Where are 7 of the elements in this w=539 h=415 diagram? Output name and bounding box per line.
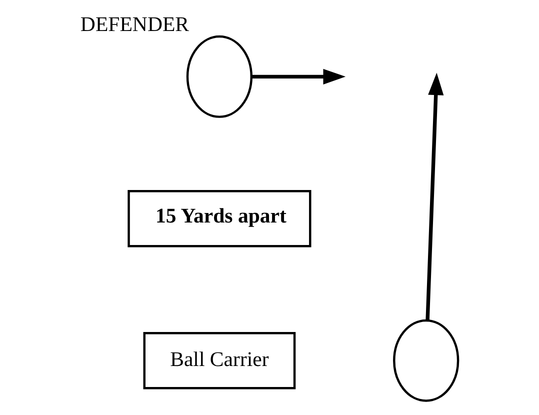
node-label: DEFENDER [80, 12, 189, 36]
arrow [425, 72, 444, 320]
node-box: 15 Yards apart [127, 190, 311, 248]
node-box: Ball Carrier [142, 332, 296, 390]
node-circle [392, 319, 459, 402]
node-circle [186, 35, 252, 118]
arrow [251, 68, 346, 84]
